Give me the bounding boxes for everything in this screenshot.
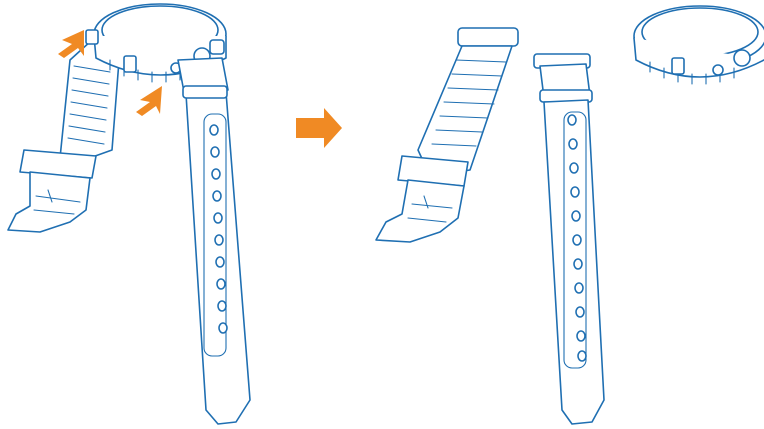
lower-strap-removed (533, 53, 605, 425)
lower-strap (177, 57, 251, 425)
watch-body-without-strap (633, 5, 764, 85)
right-arrow-icon (296, 108, 342, 148)
release-arrow-icon (58, 30, 84, 58)
release-arrow-icon (136, 86, 162, 116)
strap-holes (203, 113, 228, 357)
strap-holes (563, 111, 587, 369)
upper-strap (7, 39, 121, 233)
step-1-attached (7, 3, 251, 425)
upper-strap-removed (375, 27, 519, 243)
step-2-detached (375, 5, 764, 425)
